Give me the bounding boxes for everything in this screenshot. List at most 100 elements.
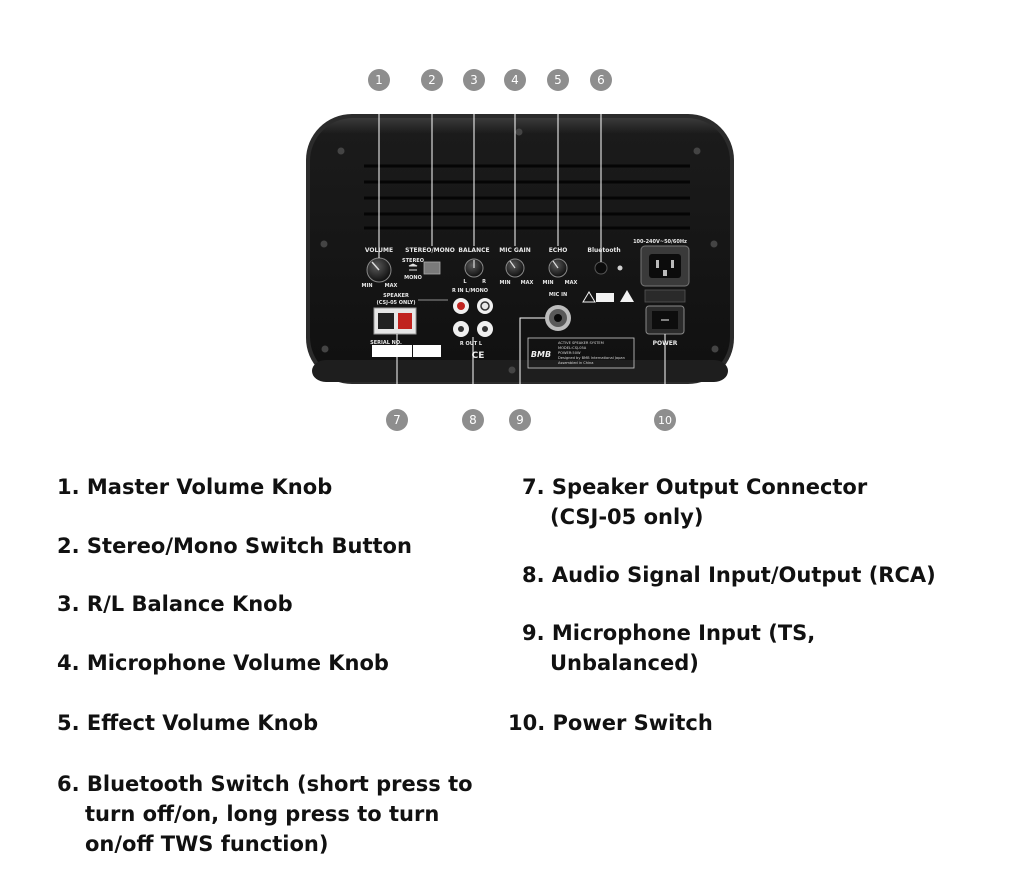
- legend-item-10: 10. Power Switch: [508, 708, 713, 738]
- legend-text: Bluetooth Switch (short press to: [86, 772, 473, 796]
- legend-item-7: 7. Speaker Output Connector (CSJ-05 only…: [522, 472, 867, 532]
- power-inlet: [640, 245, 690, 303]
- vent-grille: [364, 164, 690, 230]
- legend-text: Microphone Input (TS,: [551, 621, 816, 645]
- volume-max-label: MAX: [385, 283, 398, 289]
- warning-symbols: [582, 290, 634, 303]
- legend-text: Power Switch: [552, 711, 713, 735]
- serial-number-field: [413, 345, 441, 357]
- legend-number: 1.: [57, 475, 80, 499]
- legend-text: Speaker Output Connector: [551, 475, 868, 499]
- legend-text: Master Volume Knob: [86, 475, 333, 499]
- legend-number: 7.: [522, 475, 545, 499]
- mic-input-jack[interactable]: [545, 305, 571, 331]
- legend-number: 2.: [57, 534, 80, 558]
- master-volume-knob[interactable]: [366, 257, 392, 283]
- callout-marker-6: 6: [590, 69, 612, 91]
- mic-gain-max-label: MAX: [521, 280, 534, 286]
- legend-text-continued: Unbalanced): [550, 651, 699, 675]
- mic-gain-knob[interactable]: [505, 258, 525, 278]
- serial-number-label-area: [372, 345, 412, 357]
- panel-screws: [320, 128, 719, 374]
- callout-marker-4: 4: [504, 69, 526, 91]
- callout-marker-1: 1: [368, 69, 390, 91]
- legend-number: 10.: [508, 711, 546, 735]
- callout-marker-10: 10: [654, 409, 676, 431]
- bluetooth-button[interactable]: [594, 261, 623, 275]
- svg-text:10: 10: [658, 414, 672, 427]
- speaker-label: SPEAKER: [383, 293, 409, 299]
- serial-no-label: SERIAL NO.: [370, 340, 402, 346]
- mic-in-label: MIC IN: [549, 292, 567, 298]
- legend-item-9: 9. Microphone Input (TS, Unbalanced): [522, 618, 815, 678]
- legend-text: R/L Balance Knob: [86, 592, 293, 616]
- nameplate: BMB ACTIVE SPEAKER SYSTEM MODEL:CSJ-05A …: [527, 337, 635, 369]
- nameplate-line-5: Assembled in China: [558, 361, 594, 365]
- legend-item-1: 1. Master Volume Knob: [57, 472, 332, 502]
- svg-text:5: 5: [554, 73, 562, 87]
- svg-text:6: 6: [597, 73, 605, 87]
- legend-number: 5.: [57, 711, 80, 735]
- callout-marker-5: 5: [547, 69, 569, 91]
- legend-number: 4.: [57, 651, 80, 675]
- svg-text:1: 1: [375, 73, 383, 87]
- svg-text:3: 3: [470, 73, 478, 87]
- svg-text:9: 9: [516, 413, 524, 427]
- callout-marker-7: 7: [386, 409, 408, 431]
- legend-item-6: 6. Bluetooth Switch (short press to turn…: [57, 769, 473, 859]
- legend-text-continued: turn off/on, long press to turn: [85, 802, 440, 826]
- mic-gain-min-label: MIN: [499, 280, 510, 286]
- legend-item-4: 4. Microphone Volume Knob: [57, 648, 389, 678]
- legend-text: Audio Signal Input/Output (RCA): [551, 563, 936, 587]
- legend-text: Microphone Volume Knob: [86, 651, 389, 675]
- callout-marker-8: 8: [462, 409, 484, 431]
- callout-markers: 1 2 3 4 5 6 7 8: [368, 69, 676, 431]
- svg-text:7: 7: [393, 413, 401, 427]
- nameplate-line-3: POWER:50W: [558, 351, 581, 355]
- ce-mark: CE: [472, 351, 485, 361]
- legend-item-8: 8. Audio Signal Input/Output (RCA): [522, 560, 936, 590]
- echo-knob[interactable]: [548, 258, 568, 278]
- mic-gain-label: MIC GAIN: [499, 247, 531, 254]
- balance-label: BALANCE: [458, 247, 489, 254]
- power-switch[interactable]: [645, 305, 685, 335]
- leader-lines: [378, 91, 666, 409]
- legend-text-continued: (CSJ-05 only): [550, 505, 704, 529]
- stereo-mono-label: STEREO/MONO: [405, 247, 455, 254]
- legend-item-2: 2. Stereo/Mono Switch Button: [57, 531, 412, 561]
- balance-l-label: L: [463, 279, 467, 285]
- legend-number: 9.: [522, 621, 545, 645]
- echo-max-label: MAX: [565, 280, 578, 286]
- svg-text:2: 2: [428, 73, 436, 87]
- stereo-label: STEREO: [402, 258, 424, 264]
- callout-marker-2: 2: [421, 69, 443, 91]
- legend-number: 8.: [522, 563, 545, 587]
- volume-min-label: MIN: [361, 283, 372, 289]
- rca-in-label: R IN L/MONO: [452, 288, 488, 294]
- nameplate-line-1: ACTIVE SPEAKER SYSTEM: [558, 341, 604, 345]
- mono-label: MONO: [404, 275, 422, 281]
- nameplate-line-4: Designed by BMB International Japan: [558, 356, 625, 360]
- rca-connectors[interactable]: [453, 298, 493, 337]
- echo-min-label: MIN: [542, 280, 553, 286]
- brand-logo-text: BMB: [531, 350, 551, 359]
- legend-text: Stereo/Mono Switch Button: [86, 534, 412, 558]
- speaker-note-label: (CSJ-05 ONLY): [376, 300, 415, 306]
- rca-out-label: R OUT L: [460, 341, 483, 347]
- legend-number: 6.: [57, 772, 80, 796]
- callout-marker-9: 9: [509, 409, 531, 431]
- legend-text-continued: on/off TWS function): [85, 832, 329, 856]
- bluetooth-label: Bluetooth: [587, 247, 620, 254]
- speaker-rear-panel-diagram: VOLUME STEREO/MONO BALANCE MIC GAIN ECHO…: [306, 69, 734, 431]
- speaker-output-connector[interactable]: [373, 307, 417, 335]
- stereo-mono-switch[interactable]: [408, 261, 441, 275]
- balance-knob[interactable]: [464, 258, 484, 278]
- legend-number: 3.: [57, 592, 80, 616]
- svg-text:8: 8: [469, 413, 477, 427]
- legend-item-3: 3. R/L Balance Knob: [57, 589, 293, 619]
- callout-marker-3: 3: [463, 69, 485, 91]
- balance-r-label: R: [482, 279, 486, 285]
- nameplate-line-2: MODEL:CSJ-05A: [558, 346, 587, 350]
- legend-item-5: 5. Effect Volume Knob: [57, 708, 318, 738]
- power-rating-label: 100-240V~50/60Hz: [633, 239, 687, 245]
